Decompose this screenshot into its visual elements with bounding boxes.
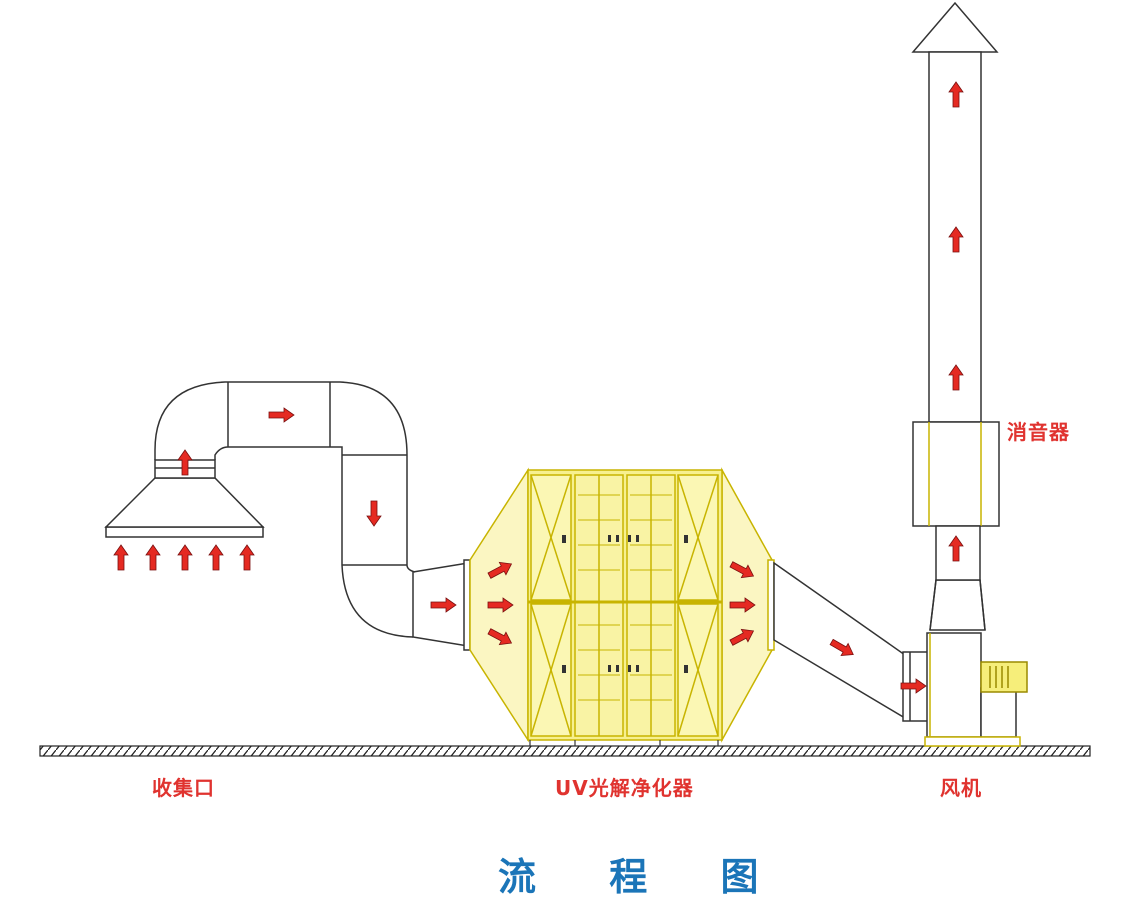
uv-purifier-label: UV光解净化器: [555, 776, 694, 800]
collector-label: 收集口: [152, 776, 215, 800]
fan-unit: [924, 579, 1028, 747]
flow-arrow: [208, 544, 224, 571]
fan-label: 风机: [940, 776, 982, 800]
ground-base: [39, 745, 1091, 757]
uv-purifier-unit: [469, 467, 775, 746]
flow-arrow: [113, 544, 129, 571]
flow-arrow: [145, 544, 161, 571]
outlet-duct: [773, 561, 930, 722]
flow-arrow: [268, 407, 295, 423]
silencer-label: 消音器: [1007, 420, 1070, 444]
flow-arrow: [366, 500, 382, 527]
flow-arrow: [239, 544, 255, 571]
flow-arrow: [430, 597, 457, 613]
diagram-title: 流 程 图: [498, 855, 789, 899]
inlet-duct: [154, 381, 471, 651]
flow-arrow: [177, 544, 193, 571]
